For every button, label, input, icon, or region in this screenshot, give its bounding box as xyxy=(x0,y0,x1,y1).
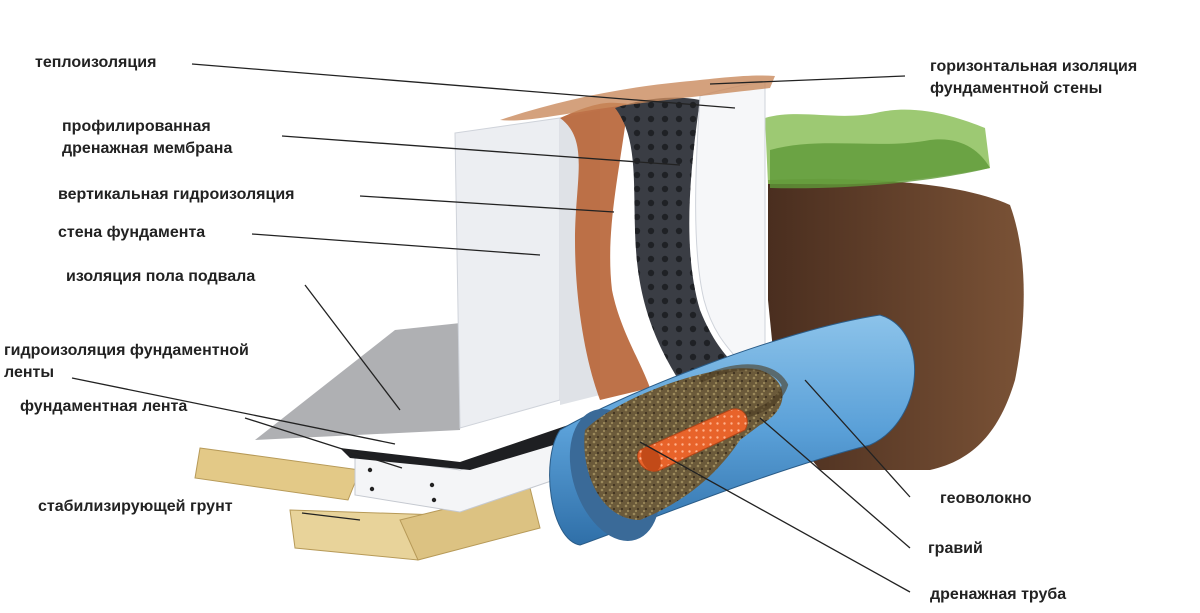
label-gravel: гравий xyxy=(928,540,983,557)
thermal-insulation xyxy=(695,81,766,363)
label-foundation-wall: стена фундамента xyxy=(58,224,206,241)
label-vertical-waterproofing: вертикальная гидроизоляция xyxy=(58,186,295,203)
label-horizontal-isolation: горизонтальная изоляция фундаментной сте… xyxy=(930,58,1138,97)
label-foundation-strip: фундаментная лента xyxy=(20,398,188,415)
label-thermal-insulation: теплоизоляция xyxy=(35,54,157,71)
label-basement-floor-insulation: изоляция пола подвала xyxy=(66,268,256,285)
label-strip-waterproofing: гидроизоляция фундаментной ленты xyxy=(4,342,249,381)
wall-side xyxy=(454,117,561,429)
horizontal-isolation xyxy=(500,75,775,121)
leader-lines xyxy=(71,63,911,593)
label-drainage-pipe: дренажная труба xyxy=(930,586,1067,603)
label-stabilizing-ground: стабилизирующей грунт xyxy=(38,498,233,515)
floor-shadow xyxy=(255,322,470,440)
label-geotextile: геоволокно xyxy=(940,490,1032,507)
label-drainage-membrane: профилированная дренажная мембрана xyxy=(62,118,233,157)
geotextile xyxy=(698,364,789,418)
sand-board-upper xyxy=(194,447,361,501)
vertical-waterproofing xyxy=(560,102,650,400)
